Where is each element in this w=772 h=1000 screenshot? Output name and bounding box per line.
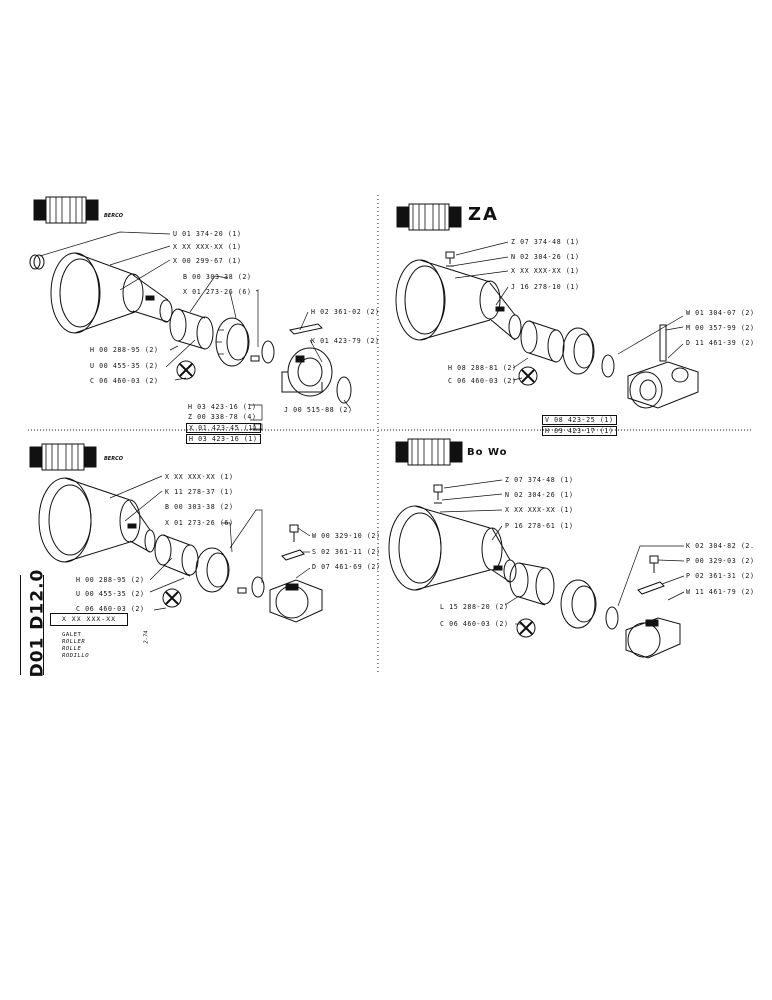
page-ref: 2-74: [143, 630, 150, 644]
q3-seal: [195, 547, 230, 593]
q2-roller-body: [395, 259, 522, 341]
q2-o-ring: [601, 354, 615, 378]
q3-label-1: K 11 278-37 (1): [165, 488, 234, 496]
q4-label-4: K 02 304-82 (2.: [686, 542, 755, 550]
q1-box-3: H 03 423-16 (1): [186, 434, 261, 444]
q3-label-3: X 01 273-26 (6): [165, 519, 234, 527]
q1-label-1: X XX XXX-XX (1): [173, 243, 242, 251]
description-3: RODILLO: [62, 653, 90, 659]
q1-label-0: U 01 374-20 (1): [173, 230, 242, 238]
q3-bushing: [154, 534, 199, 577]
q2-label-5: M 00 357-99 (2): [686, 324, 755, 332]
q1-label-6: K 01 423-79 (2): [311, 337, 380, 345]
q3-label-8: U 00 455-35 (2): [76, 590, 145, 598]
q4-screw: [649, 555, 659, 573]
q2-screw-top: [445, 251, 455, 267]
q2-pin: [659, 324, 667, 362]
q2-roller-icon: [396, 203, 462, 231]
description-0: GALET: [62, 632, 82, 638]
q1-end-collar: [281, 347, 333, 397]
q2-bushing: [520, 320, 565, 363]
q3-label-0: X XX XXX-XX (1): [165, 473, 234, 481]
q1-label-9: C 06 460-03 (2): [90, 377, 159, 385]
q1-label-4: X 01 273-26 (6): [183, 288, 252, 296]
q1-grease-plug: [29, 254, 45, 270]
q2-end-collar: [627, 361, 699, 409]
q1-o-ring: [261, 340, 275, 364]
q4-label-7: W 11 461-79 (2): [686, 588, 755, 596]
q2-box-1: H 09 423-17 (1): [542, 426, 617, 436]
title-code: D01 D12.0: [27, 568, 48, 678]
q1-box-1: Z 00 338-78 (4): [188, 413, 257, 421]
q1-pin: [250, 355, 260, 362]
q4-label-9: C 06 460-03 (2): [440, 620, 509, 628]
brand-q4: Bo Wo: [467, 447, 508, 458]
q3-label-6: D 07 461-69 (2): [312, 563, 381, 571]
q4-label-3: P 16 278-61 (1): [505, 522, 574, 530]
q3-o-ring: [251, 576, 265, 598]
q4-roller-body: [388, 505, 517, 591]
description-1: ROLLER: [62, 639, 86, 645]
q4-bushing: [509, 562, 555, 606]
q3-roller-body: [38, 477, 156, 563]
q2-seal-icon: [518, 366, 538, 386]
q4-label-2: X XX XXX-XX (1): [505, 506, 574, 514]
q1-label-10: J 00 515-88 (2): [284, 406, 353, 414]
description-2: ROLLE: [62, 646, 82, 652]
q2-label-7: H 08 288-81 (2): [448, 364, 517, 372]
brand-q1: BERCO: [104, 213, 123, 219]
q2-box-0: V 08 423-25 (1): [542, 415, 617, 425]
q1-label-3: B 00 303-38 (2): [183, 273, 252, 281]
q1-box-0: H 03 423-16 (1): [188, 403, 257, 411]
q1-seal-icon: [176, 360, 196, 380]
q1-label-7: H 00 288-95 (2): [90, 346, 159, 354]
q3-seal-icon: [162, 588, 182, 608]
q3-label-7: H 00 288-95 (2): [76, 576, 145, 584]
brand-q2: ZA: [468, 204, 499, 225]
q4-seal-icon: [516, 618, 536, 638]
q3-roller-icon: [29, 443, 97, 471]
q3-label-9: C 06 460-03 (2): [76, 605, 145, 613]
q2-label-8: C 06 460-03 (2): [448, 377, 517, 385]
q1-label-8: U 00 455-35 (2): [90, 362, 159, 370]
q1-seal: [215, 317, 250, 367]
q1-box-2: X 01 423-45 (1): [186, 423, 261, 433]
q2-label-1: N 02 304-26 (1): [511, 253, 580, 261]
q1-ring: [336, 376, 352, 404]
brand-q3: BERCO: [104, 456, 123, 462]
q4-label-1: N 02 304-26 (1): [505, 491, 574, 499]
q3-screw: [289, 524, 299, 542]
q4-label-5: P 00 329-03 (2): [686, 557, 755, 565]
q4-label-6: P 02 361-31 (2): [686, 572, 755, 580]
q2-label-3: J 16 278-10 (1): [511, 283, 580, 291]
q2-label-0: Z 07 374-48 (1): [511, 238, 580, 246]
q3-lock-bar: [281, 549, 305, 561]
q1-label-5: H 02 361-02 (2): [311, 308, 380, 316]
q4-seal: [560, 579, 597, 629]
title-block: D01 D12.0: [20, 569, 47, 677]
q4-roller-icon: [395, 438, 463, 466]
q4-o-ring: [605, 606, 619, 630]
q1-bushing: [169, 308, 214, 350]
q3-label-2: B 00 303-38 (2): [165, 503, 234, 511]
q3-end-collar: [269, 579, 323, 623]
q1-roller-body: [50, 252, 173, 334]
q1-lock-bar: [288, 323, 324, 335]
q3-pin: [237, 587, 247, 594]
q2-seal: [562, 327, 595, 375]
q4-end-collar: [625, 617, 681, 659]
part-number-box: X XX XXX-XX: [50, 613, 128, 626]
q1-roller-icon: [33, 196, 99, 224]
q1-label-2: X 00 299-67 (1): [173, 257, 242, 265]
q2-label-2: X XX XXX-XX (1): [511, 267, 580, 275]
q2-label-4: W 01 304-07 (2): [686, 309, 755, 317]
q4-screw-top: [433, 484, 443, 504]
q3-label-4: W 00 329-10 (2): [312, 532, 381, 540]
q4-lock-bar: [637, 581, 665, 595]
q3-label-5: S 02 361-11 (2): [312, 548, 381, 556]
q4-label-0: Z 07 374-48 (1): [505, 476, 574, 484]
q4-label-8: L 15 288-20 (2): [440, 603, 509, 611]
q2-label-6: D 11 461-39 (2): [686, 339, 755, 347]
